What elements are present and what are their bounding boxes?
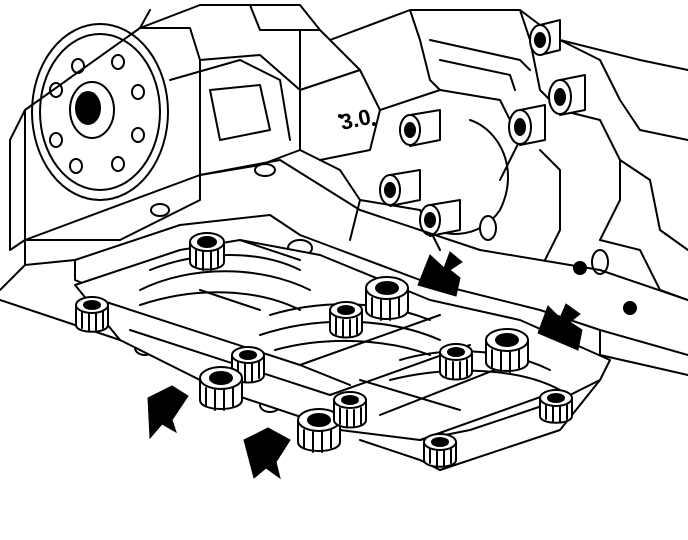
bolt bbox=[485, 328, 529, 373]
bolt bbox=[297, 408, 341, 453]
bolt bbox=[75, 296, 109, 333]
bolt bbox=[333, 391, 367, 429]
bolt bbox=[329, 301, 363, 339]
crankshaft-flange bbox=[9, 23, 201, 251]
arrow-up-icon bbox=[417, 251, 463, 297]
main-bearing-caps bbox=[74, 239, 611, 441]
bearing-cap-bolts bbox=[75, 232, 573, 468]
bolt bbox=[423, 433, 457, 468]
direction-arrows bbox=[147, 251, 583, 480]
arrow-down-icon bbox=[243, 427, 291, 480]
bolt bbox=[439, 343, 473, 381]
arrow-up-icon bbox=[537, 303, 583, 351]
bolt bbox=[539, 389, 573, 424]
bolt bbox=[189, 232, 225, 271]
block-bosses bbox=[379, 19, 637, 315]
displacement-marking: 3.0 bbox=[338, 104, 373, 135]
arrow-down-icon bbox=[147, 385, 189, 440]
cylinder-block bbox=[139, 4, 688, 301]
bolt bbox=[365, 276, 409, 321]
bolt bbox=[199, 366, 243, 411]
